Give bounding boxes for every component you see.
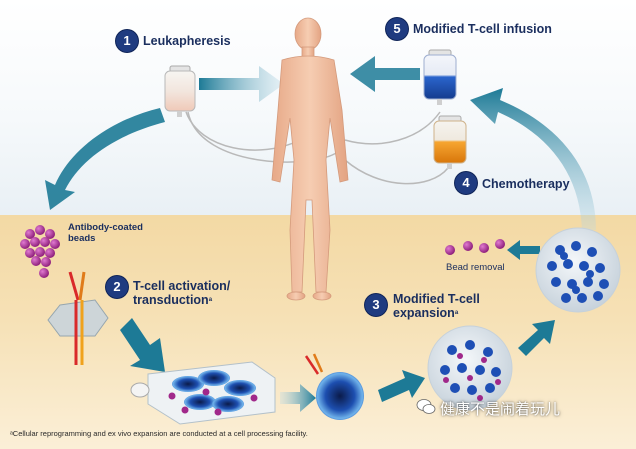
step-1-label: Leukapheresis <box>143 34 231 48</box>
antibody-beads-label: Antibody-coated beads <box>68 222 143 244</box>
step-2-badge: 2 <box>106 276 128 298</box>
step-2-label: T-cell activation/ transductiona <box>133 279 230 307</box>
step-4-label: Chemotherapy <box>482 177 570 191</box>
step-3-badge: 3 <box>365 294 387 316</box>
arrow-body-to-bag <box>199 66 284 102</box>
footnote-mark: a <box>454 310 459 316</box>
arrow-flask-to-cell <box>280 384 316 412</box>
blood-bag-icon <box>423 49 457 105</box>
arrow-dish-to-expanded <box>518 320 555 356</box>
expanded-dish-icon <box>535 227 621 313</box>
step-3-label-line2: expansion <box>393 306 455 320</box>
arrow-bag-to-body <box>350 56 420 92</box>
antibody-beads-line2: beads <box>68 233 96 244</box>
step-3-label: Modified T-cell expansiona <box>393 292 480 320</box>
arrow-cell-to-dish <box>378 370 425 402</box>
removed-beads <box>445 239 505 255</box>
arrow-bead-removal <box>507 240 540 260</box>
arrow-leuka-to-activation <box>45 108 165 210</box>
cell-icon <box>304 353 364 420</box>
wechat-icon <box>416 399 436 414</box>
beads-icon <box>20 225 60 278</box>
t-cell-receptor-icon <box>47 271 109 365</box>
step-2-label-line2: transduction <box>133 293 209 307</box>
watermark: 健康不是闹着玩儿 <box>440 400 561 418</box>
blood-bag-icon <box>433 115 467 169</box>
culture-flask-icon <box>130 361 276 425</box>
arrow-activation-to-flask <box>120 318 165 372</box>
footnote-mark: a <box>208 297 213 303</box>
patient-body <box>271 17 349 301</box>
expansion-dish-icon <box>427 325 513 411</box>
step-4-badge: 4 <box>455 172 477 194</box>
arrow-expansion-to-infusion <box>470 88 596 230</box>
step-3-label-line1: Modified T-cell <box>393 292 480 306</box>
step-2-label-line1: T-cell activation/ <box>133 279 231 293</box>
antibody-beads-line1: Antibody-coated <box>68 222 143 233</box>
step-1-badge: 1 <box>116 30 138 52</box>
step-5-label: Modified T-cell infusion <box>413 22 552 36</box>
footnote: ᵃCellular reprogramming and ex vivo expa… <box>10 429 308 438</box>
step-5-badge: 5 <box>386 18 408 40</box>
bead-removal-label: Bead removal <box>446 262 505 273</box>
blood-bag-icon <box>164 65 196 117</box>
